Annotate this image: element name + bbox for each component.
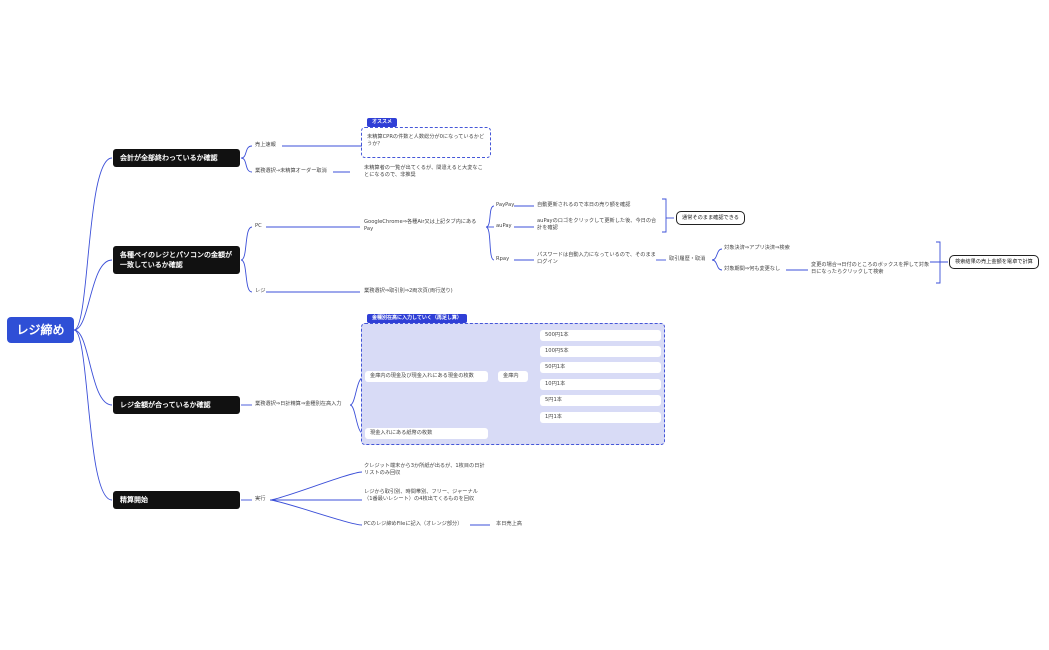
date-change-note[interactable]: 変更の場合⇒日付のところのボックスを押して対象日になったらクリックして検索 — [811, 262, 930, 275]
search-result-node[interactable]: 検索結果の売上金額を電卓で計算 — [949, 255, 1039, 269]
root-node[interactable]: レジ締め — [7, 317, 74, 343]
branch-settlement-start[interactable]: 精算開始 — [113, 491, 240, 509]
normal-confirm-node[interactable]: 通常そのまま確認できる — [676, 211, 745, 225]
cancel-order-node[interactable]: 業務選択→未精算オーダー取消 — [255, 168, 327, 174]
aupay-node[interactable]: auPay — [496, 223, 512, 229]
chrome-air-note[interactable]: GoogleChrome⇒各種Air又は上記タブ内にあるPay — [364, 219, 477, 232]
branch-pay-match-label: 各種ペイのレジとパソコンの金額が一致しているか確認 — [120, 251, 232, 269]
paypay-note[interactable]: 自動更新されるので本日の売り額を確認 — [537, 202, 631, 208]
recommended-box — [361, 127, 491, 158]
denom-100[interactable]: 100円5本 — [540, 346, 661, 357]
aupay-note[interactable]: auPayのロゴをクリックして更新した後、今日の合計を確認 — [537, 218, 657, 231]
denom-10[interactable]: 10円1本 — [540, 379, 661, 390]
cancel-warning-note[interactable]: 未精算者の一覧が出てくるが、間違えると大変なことになるので、非推奨 — [364, 165, 483, 178]
today-sales-node[interactable]: 本日売上高 — [496, 521, 522, 527]
rpay-node[interactable]: Rpay — [496, 256, 510, 262]
branch-register-cash[interactable]: レジ金額が合っているか確認 — [113, 396, 240, 414]
register-receipts-note[interactable]: レジから取引別、時間帯別、フリー、ジャーナル（1番最いレシート）の4枚出てくるも… — [364, 489, 478, 502]
rpay-login-note[interactable]: パスワードは自動入力になっているので、そのままログイン — [537, 252, 656, 265]
denomination-tag: 金種別在高に入力していく（再足し算） — [367, 314, 467, 323]
pc-node[interactable]: PC — [255, 223, 262, 229]
register-note[interactable]: 業務選択⇒取引別⇒2両次頁(両行送り) — [364, 288, 453, 294]
denom-50[interactable]: 50円1本 — [540, 362, 661, 373]
sales-report-node[interactable]: 売上速報 — [255, 142, 276, 148]
transaction-history-node[interactable]: 取引履歴・取消 — [669, 256, 706, 262]
credit-terminal-note[interactable]: クレジット端末から3か所紙が出るが、1枚目の日計リストのみ回収 — [364, 463, 485, 476]
coin-in-node[interactable]: 金庫内 — [498, 371, 528, 382]
denom-5[interactable]: 5円1本 — [540, 395, 661, 406]
branch-pay-match[interactable]: 各種ペイのレジとパソコンの金額が一致しているか確認 — [113, 246, 240, 274]
branch-checkout-complete[interactable]: 会計が全部終わっているか確認 — [113, 149, 240, 167]
register-node[interactable]: レジ — [255, 288, 266, 294]
unsettled-check-note[interactable]: 未精算CPRの件数と人数総分が0になっているかどうか？ — [367, 134, 485, 147]
denom-500[interactable]: 500円1本 — [540, 330, 661, 341]
denom-1[interactable]: 1円1本 — [540, 412, 661, 423]
denomination-path-node[interactable]: 業務選択⇒日計精算⇒金種別在高入力 — [255, 401, 342, 407]
pc-file-note[interactable]: PCのレジ締めFileに記入（オレンジ部分） — [364, 521, 463, 527]
target-period-node[interactable]: 対象期間⇒何も変更なし — [724, 266, 781, 272]
execute-node[interactable]: 実行 — [255, 496, 266, 502]
paypay-node[interactable]: PayPay — [496, 202, 515, 208]
recommend-tag: オススメ — [367, 118, 398, 127]
drawer-cash-node[interactable]: 金庫内の現金及び現金入れにある現金の枚数 — [365, 371, 488, 382]
target-payment-node[interactable]: 対象決済⇒アプリ決済⇒検索 — [724, 245, 790, 251]
bills-count-node[interactable]: 現金入れにある紙幣の枚数 — [365, 428, 488, 439]
